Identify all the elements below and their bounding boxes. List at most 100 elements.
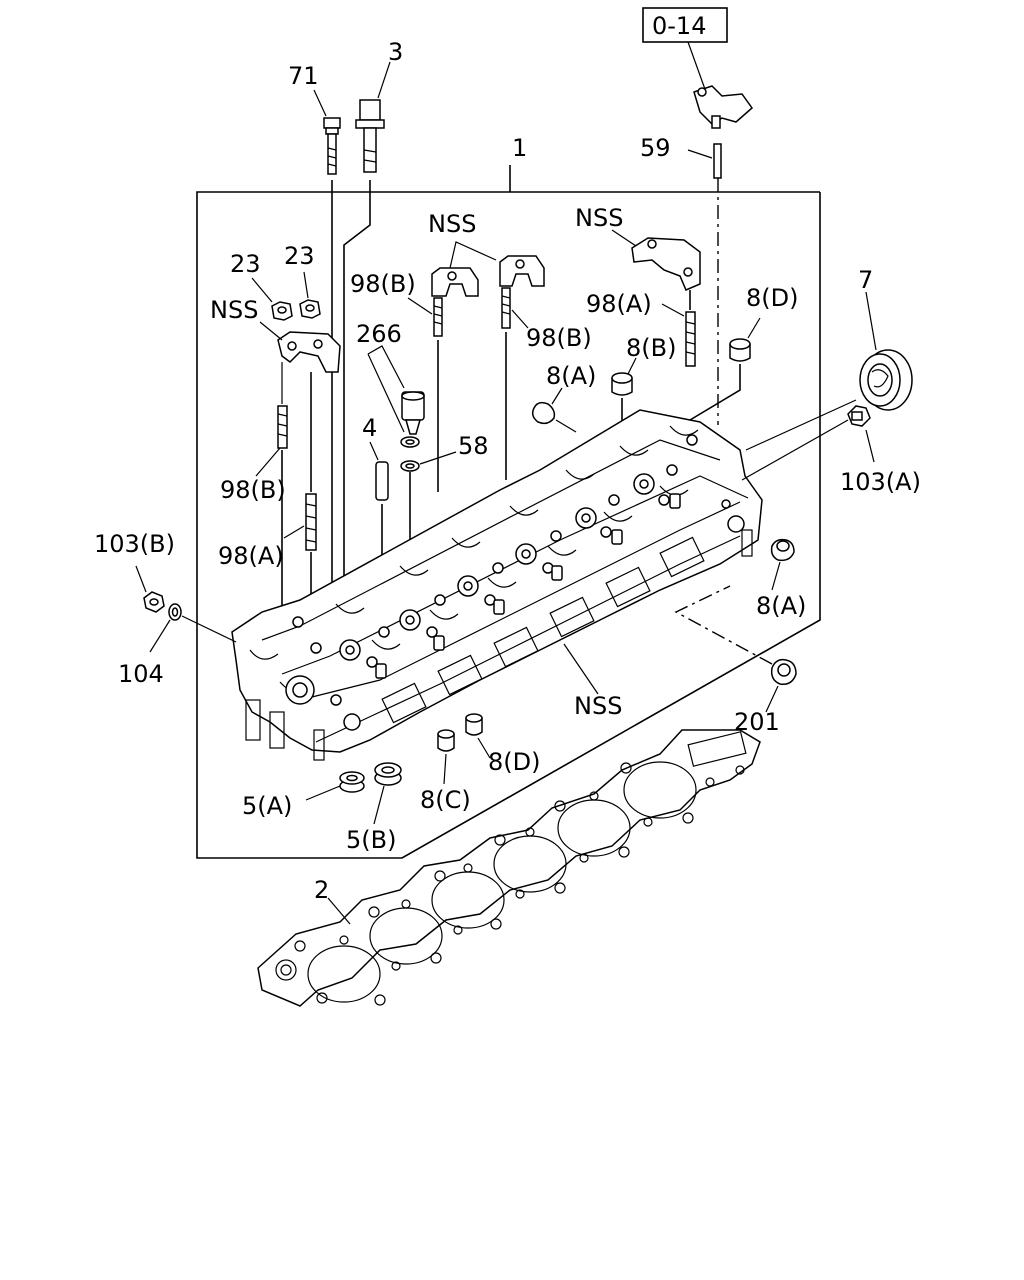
leader-98a-2 [283,525,305,539]
label-8b: 8(B) [626,334,676,362]
label-8d-2: 8(D) [488,748,540,776]
bearing-cap-left-side [277,331,341,373]
bolt-71 [323,117,341,175]
label-98b-3: 98(B) [220,476,286,504]
bearing-cap-left [431,267,479,297]
leader-103a-to-head [741,419,849,481]
label-5a: 5(A) [242,792,292,820]
leader-103a [865,429,875,463]
leader-98b-3 [255,447,281,477]
label-8a-1: 8(A) [546,362,596,390]
plug-103b [143,591,165,613]
leader-98a-1 [661,303,685,317]
sleeve-4 [375,461,389,501]
label-1: 1 [512,134,527,162]
label-nss-right: NSS [575,204,623,232]
leader-104 [149,619,171,653]
leader-7-to-head [745,399,857,451]
leader-201 [765,685,779,713]
leader-98b-2 [511,309,529,329]
label-98b-2: 98(B) [526,324,592,352]
leader-3-down [343,180,371,640]
rocker-bracket-top [693,85,754,129]
bearing-cap-right [499,255,545,287]
label-103b: 103(B) [94,530,175,558]
bearing-cap-right-2 [631,237,701,291]
leader-8d-1 [747,317,761,339]
label-98a-1: 98(A) [586,290,652,318]
label-98b-1: 98(B) [350,270,416,298]
stud-98a-2 [305,493,317,551]
assembly-frame [196,191,821,859]
leader-8a-1-down [555,419,577,433]
label-23b: 23 [284,242,315,270]
label-103a: 103(A) [840,468,921,496]
leader-8a-1 [551,387,563,405]
leader-0-14 [687,41,707,93]
nut-23-left [271,301,293,321]
label-98a-2: 98(A) [218,542,284,570]
nozzle-266 [401,391,425,435]
label-59: 59 [640,134,671,162]
label-23a: 23 [230,250,261,278]
bolt-3 [355,99,385,173]
label-104: 104 [118,660,164,688]
leader-103b [135,565,147,593]
label-nss-top: NSS [428,210,476,238]
leader-2 [327,897,351,925]
dowel-8a-top [531,401,556,425]
leader-266 [367,345,405,389]
label-71: 71 [288,62,319,90]
leader-23a [251,277,273,303]
plug-7 [859,349,913,411]
leader-58 [419,451,457,465]
leader-4 [369,441,379,461]
leader-8b [627,357,637,375]
leader-59 [687,149,713,159]
label-201: 201 [734,708,780,736]
pin-59 [713,143,722,179]
leader-nss-right [611,229,637,247]
cylinder-head [231,409,763,761]
leader-nss-bottom [563,643,599,695]
leader-8a-2 [771,561,781,591]
leader-8d-1-down [689,364,741,421]
leader-98b-1 [407,297,433,315]
label-5b: 5(B) [346,826,396,854]
leader-201-to-head [674,585,773,665]
leader-71 [313,89,327,117]
leader-3 [377,61,391,99]
label-8d-1: 8(D) [746,284,798,312]
stud-98b-1 [433,297,443,337]
leader-5a [305,785,341,801]
leader-5b [373,785,385,825]
label-266: 266 [356,320,402,348]
leader-nss-left [259,321,283,341]
stud-98b-3 [277,405,288,449]
reference-box-label: 0-14 [652,12,706,40]
nut-23-right [299,299,321,319]
label-nss-left: NSS [210,296,258,324]
leader-23b [303,271,309,299]
plug-103a [847,405,871,427]
stud-98a-1 [685,311,696,367]
seal-5a [339,771,365,793]
label-4: 4 [362,414,377,442]
leader-nss-top [449,241,497,269]
label-58: 58 [458,432,489,460]
label-3: 3 [388,38,403,66]
reference-box[interactable] [642,7,728,43]
label-nss-bottom: NSS [574,692,622,720]
leader-8d-2 [477,737,491,759]
label-8a-2: 8(A) [756,592,806,620]
head-gasket [257,729,761,1007]
label-7: 7 [858,266,873,294]
label-2: 2 [314,876,329,904]
leader-104-to-head [181,615,237,643]
stud-98b-2 [501,287,511,329]
leader-8c [443,753,447,785]
label-8c: 8(C) [420,786,471,814]
leader-7 [865,291,877,351]
leader-266-b [367,353,405,433]
